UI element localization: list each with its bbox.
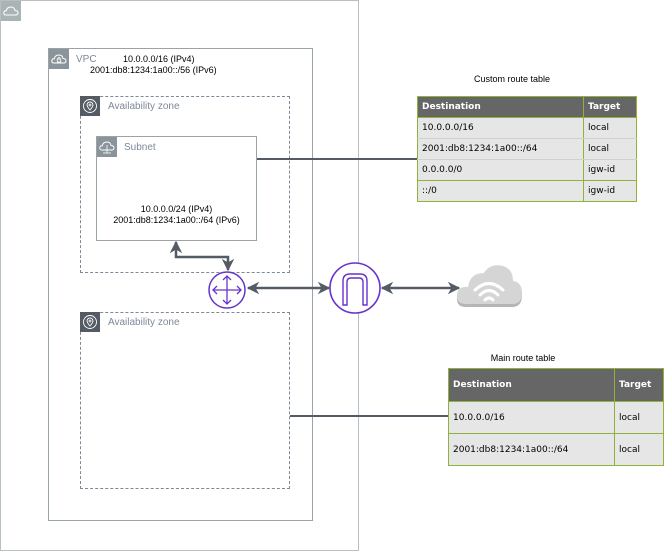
subnet-router-connector	[169, 240, 235, 272]
destination-cell: 10.0.0.0/16	[448, 401, 615, 434]
table-row: ::/0 igw-id	[417, 180, 637, 202]
main-route-table-title: Main route table	[490, 353, 556, 363]
target-cell: igw-id	[583, 180, 637, 202]
internet-cloud-wifi-icon	[456, 265, 522, 307]
destination-cell: 0.0.0.0/0	[417, 159, 584, 181]
destination-cell: ::/0	[417, 180, 584, 202]
vpc-ipv4-cidr: 10.0.0.0/16 (IPv4)	[123, 54, 195, 64]
custom-route-table-title: Custom route table	[473, 74, 551, 84]
table-row: 2001:db8:1234:1a00::/64 local	[448, 433, 664, 466]
subnet-ipv4-cidr: 10.0.0.0/24 (IPv4)	[140, 204, 213, 214]
custom-route-table: Destination Target 10.0.0.0/16 local 200…	[417, 96, 637, 202]
vpc-label: VPC	[76, 54, 97, 65]
table-header-row: Destination Target	[417, 96, 637, 118]
destination-cell: 2001:db8:1234:1a00::/64	[417, 138, 584, 160]
internet-gateway-icon	[329, 262, 381, 314]
target-cell: local	[614, 433, 664, 466]
main-route-table: Destination Target 10.0.0.0/16 local 200…	[448, 368, 664, 466]
target-cell: igw-id	[583, 159, 637, 181]
column-header-target: Target	[583, 96, 637, 118]
subnet-cloud-icon	[97, 137, 117, 157]
availability-zone-1: Availability zone	[80, 96, 290, 273]
availability-zone-label: Availability zone	[108, 101, 180, 112]
vpc-cloud-lock-icon	[49, 49, 69, 69]
table-row: 2001:db8:1234:1a00::/64 local	[417, 138, 637, 160]
target-cell: local	[614, 401, 664, 434]
availability-zone-label: Availability zone	[108, 317, 180, 328]
subnet-group: Subnet 10.0.0.0/24 (IPv4) 2001:db8:1234:…	[96, 136, 257, 241]
table-row: 10.0.0.0/16 local	[448, 401, 664, 434]
column-header-target: Target	[614, 368, 664, 402]
subnet-ipv6-cidr: 2001:db8:1234:1a00::/64 (IPv6)	[113, 215, 240, 225]
destination-cell: 10.0.0.0/16	[417, 117, 584, 139]
column-header-destination: Destination	[417, 96, 584, 118]
location-pin-icon	[80, 96, 100, 116]
location-pin-icon	[80, 312, 100, 332]
table-header-row: Destination Target	[448, 368, 664, 402]
table-row: 0.0.0.0/0 igw-id	[417, 159, 637, 181]
target-cell: local	[583, 138, 637, 160]
availability-zone-2: Availability zone	[80, 312, 290, 489]
destination-cell: 2001:db8:1234:1a00::/64	[448, 433, 615, 466]
target-cell: local	[583, 117, 637, 139]
table-row: 10.0.0.0/16 local	[417, 117, 637, 139]
subnet-label: Subnet	[124, 142, 156, 153]
vpc-ipv6-cidr: 2001:db8:1234:1a00::/56 (IPv6)	[90, 65, 217, 75]
column-header-destination: Destination	[448, 368, 615, 402]
router-icon	[208, 271, 246, 309]
cloud-icon	[1, 1, 21, 21]
